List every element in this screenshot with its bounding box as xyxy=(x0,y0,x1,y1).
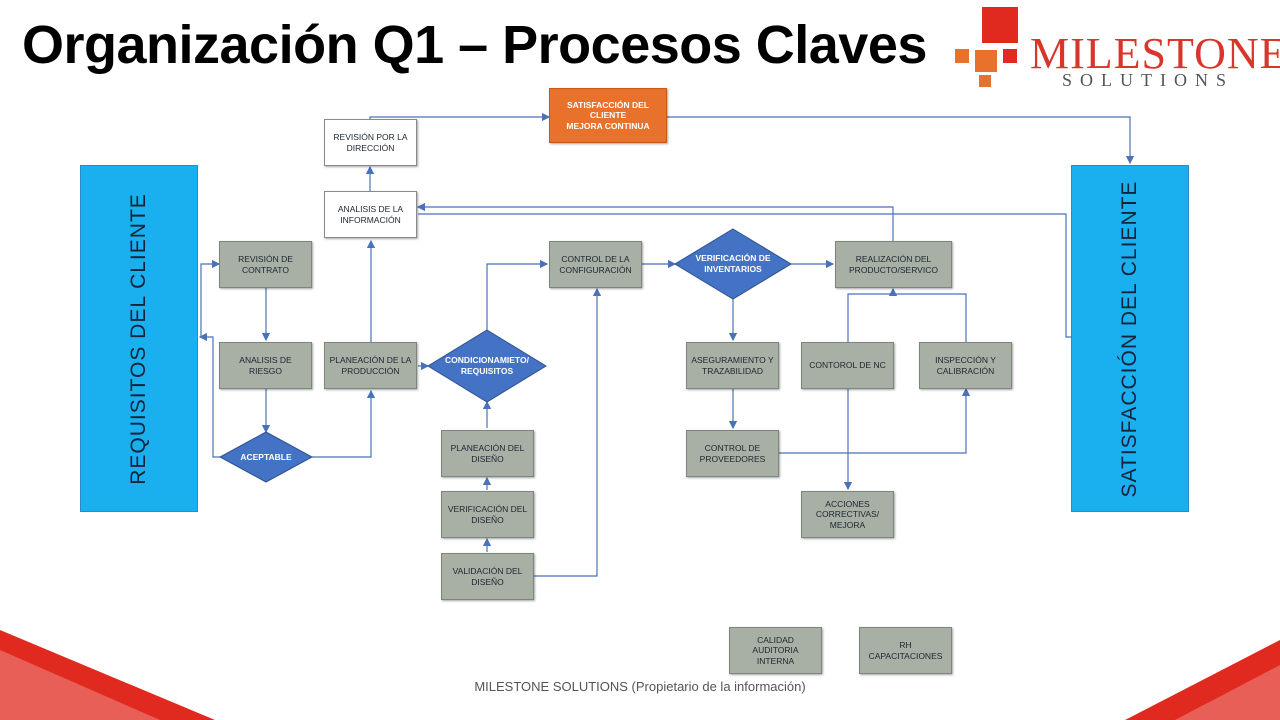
node-aseguramiento-trazabilidad: ASEGURAMIENTO Y TRAZABILIDAD xyxy=(686,342,779,389)
node-analisis-informacion: ANALISIS DE LA INFORMACIÓN xyxy=(324,191,417,238)
node-control-nc: CONTOROL DE NC xyxy=(801,342,894,389)
node-calidad-auditoria: CALIDAD AUDITORIA INTERNA xyxy=(729,627,822,674)
node-validacion-diseno: VALIDACIÓN DEL DISEÑO xyxy=(441,553,534,600)
node-verificacion-inventarios: VERIFICACIÓN DE INVENTARIOS xyxy=(695,253,771,274)
customer-requirements-panel: REQUISITOS DEL CLIENTE xyxy=(80,165,198,512)
node-aceptable: ACEPTABLE xyxy=(240,451,292,462)
node-revision-contrato: REVISIÓN DE CONTRATO xyxy=(219,241,312,288)
node-condicionamiento: CONDICIONAMIETO/ REQUISITOS xyxy=(445,355,529,376)
node-control-configuracion: CONTROL DE LA CONFIGURACIÓN xyxy=(549,241,642,288)
red-corner-decoration-left xyxy=(0,630,215,720)
node-control-proveedores: CONTROL DE PROVEEDORES xyxy=(686,430,779,477)
red-corner-decoration-right xyxy=(1125,640,1280,720)
node-realizacion-producto: REALIZACIÓN DEL PRODUCTO/SERVICO xyxy=(835,241,952,288)
footer-text: MILESTONE SOLUTIONS (Propietario de la i… xyxy=(474,679,806,694)
customer-satisfaction-panel: SATISFACCIÓN DEL CLIENTE xyxy=(1071,165,1189,512)
node-inspeccion-calibracion: INSPECCIÓN Y CALIBRACIÓN xyxy=(919,342,1012,389)
node-verificacion-diseno: VERIFICACIÓN DEL DISEÑO xyxy=(441,491,534,538)
node-revision-direccion: REVISIÓN POR LA DIRECCIÓN xyxy=(324,119,417,166)
page-title: Organización Q1 – Procesos Claves xyxy=(22,15,927,75)
node-planeacion-diseno: PLANEACIÓN DEL DISEÑO xyxy=(441,430,534,477)
node-acciones-correctivas: ACCIONES CORRECTIVAS/ MEJORA xyxy=(801,491,894,538)
logo-icon xyxy=(955,7,1018,87)
logo-subtitle: SOLUTIONS xyxy=(1062,70,1235,90)
node-analisis-riesgo: ANALISIS DE RIESGO xyxy=(219,342,312,389)
node-planeacion-produccion: PLANEACIÓN DE LA PRODUCCIÓN xyxy=(324,342,417,389)
node-satisfaccion-cliente: SATISFACCIÓN DEL CLIENTE MEJORA CONTINUA xyxy=(549,88,667,143)
node-rh-capacitaciones: RH CAPACITACIONES xyxy=(859,627,952,674)
logo-name: MILESTONE xyxy=(1030,29,1280,78)
